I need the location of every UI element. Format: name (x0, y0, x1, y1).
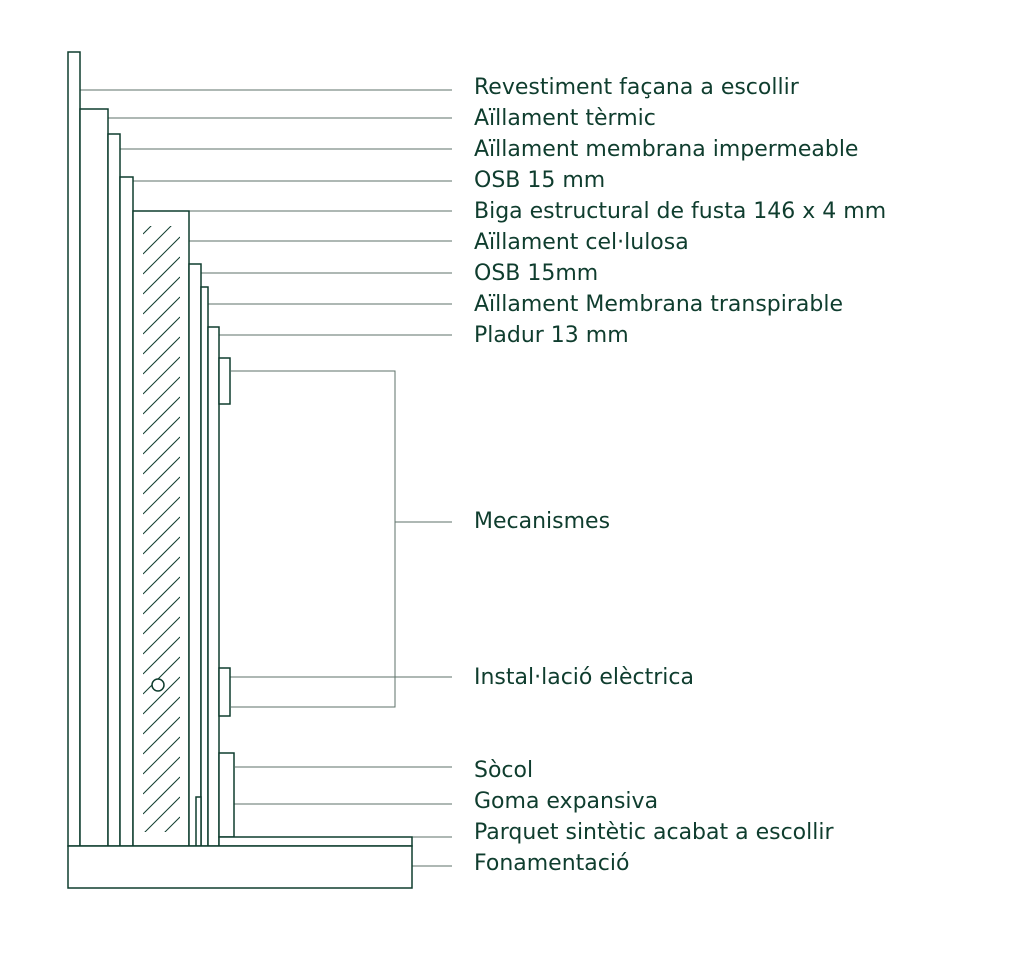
layer-goma (195, 796, 202, 847)
label-revestiment: Revestiment façana a escollir (474, 75, 799, 100)
hatch-line (143, 596, 180, 635)
hatch-line (143, 536, 180, 575)
hatch-line (143, 676, 180, 715)
layer-membrana-impermeable (107, 133, 121, 847)
hatch-line (143, 276, 180, 315)
label-osb-int: OSB 15mm (474, 261, 599, 286)
label-osb-ext: OSB 15 mm (474, 168, 606, 193)
hatch-line (143, 696, 180, 735)
layer-revestiment (67, 51, 81, 847)
hatch-line (143, 256, 180, 295)
label-socol: Sòcol (474, 758, 534, 783)
label-installacio: Instal·lació elèctrica (474, 665, 694, 690)
mecanismes-bracket (231, 370, 396, 708)
label-membrana-impermeable: Aïllament membrana impermeable (474, 137, 859, 162)
mecanisme-bottom (218, 667, 231, 717)
layer-fonamentacio (67, 845, 413, 889)
layer-osb-ext (119, 176, 134, 847)
hatch-line (143, 236, 180, 275)
label-parquet: Parquet sintètic acabat a escollir (474, 820, 834, 845)
layer-parquet (218, 836, 413, 847)
label-mecanismes: Mecanismes (474, 509, 611, 534)
hatch-line (143, 376, 180, 415)
hatch-line (143, 456, 180, 495)
hatch-line (143, 396, 180, 435)
hatch-line (143, 316, 180, 355)
hatch-line (143, 716, 180, 755)
hatch-line (143, 226, 152, 235)
layer-pladur (207, 326, 220, 847)
hatch-line (143, 496, 180, 535)
hatch-line (143, 576, 180, 615)
label-cellulosa: Aïllament cel·lulosa (474, 230, 689, 255)
label-fonamentacio: Fonamentació (474, 851, 630, 876)
hatch-line (144, 796, 180, 832)
hatch-line (143, 296, 180, 335)
hatch-line (143, 656, 180, 695)
label-biga: Biga estructural de fusta 146 x 4 mm (474, 199, 887, 224)
label-pladur: Pladur 13 mm (474, 323, 629, 348)
hatch-line (143, 356, 180, 395)
conduit-circle (151, 678, 165, 692)
hatch-line (143, 416, 180, 455)
hatch-line (143, 336, 180, 375)
cellulosa-hatch (143, 226, 180, 832)
hatch-line (143, 736, 180, 775)
label-goma: Goma expansiva (474, 789, 659, 814)
hatch-line (143, 226, 172, 255)
layer-osb-int (188, 263, 202, 847)
layer-socol (218, 752, 235, 838)
hatch-line (164, 816, 180, 832)
hatch-line (143, 616, 180, 655)
hatch-line (143, 516, 180, 555)
layer-biga (132, 210, 190, 847)
hatch-line (143, 756, 180, 795)
hatch-line (143, 476, 180, 515)
label-membrana-transpirable: Aïllament Membrana transpirable (474, 292, 844, 317)
layer-aillament-termic (79, 108, 109, 847)
hatch-line (143, 436, 180, 475)
hatch-line (143, 776, 180, 815)
layer-membrana-transpirable (200, 286, 209, 847)
hatch-line (143, 636, 180, 675)
mecanisme-top (218, 357, 231, 405)
hatch-line (143, 556, 180, 595)
label-aillament-termic: Aïllament tèrmic (474, 106, 656, 131)
